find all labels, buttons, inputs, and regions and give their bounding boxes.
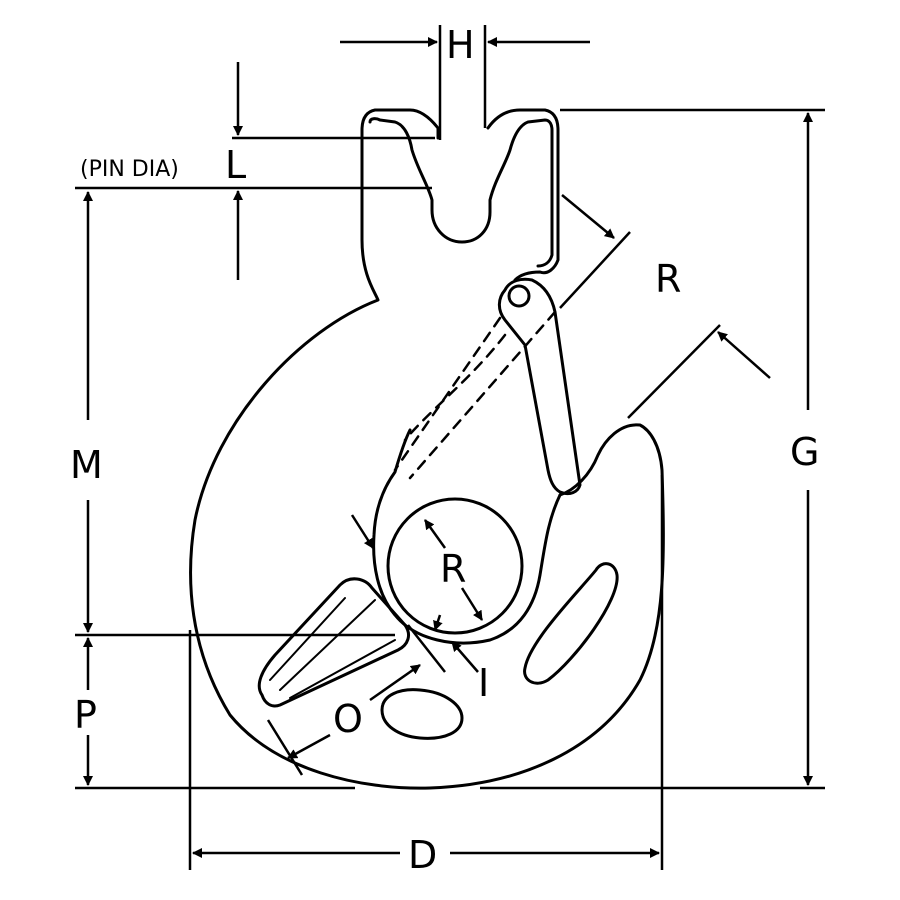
o-arrow-2: [369, 663, 421, 702]
side-slot: [523, 562, 619, 685]
label-o: O: [333, 697, 363, 741]
r-outer-ext-1: [559, 231, 631, 309]
label-d: D: [408, 833, 437, 877]
i-ext: [407, 624, 446, 673]
r-outer-ext-2: [627, 324, 721, 419]
bowl-circle: [386, 497, 524, 635]
r-inner-arrow-1: [423, 519, 447, 549]
wedge-insert: [257, 577, 410, 708]
wedge-detail: [269, 597, 396, 699]
wedge-arrow: [350, 514, 375, 549]
hook-throat: [372, 428, 562, 645]
label-r-outer: R: [655, 257, 681, 301]
label-g: G: [790, 430, 819, 474]
label-m: M: [70, 443, 103, 487]
r-inner-arrow-2: [460, 587, 484, 621]
label-p: P: [74, 693, 97, 737]
i-arrow-1: [433, 614, 443, 631]
r-outer-arrow-1: [561, 194, 615, 239]
label-h: H: [446, 23, 475, 67]
label-r-inner: R: [440, 547, 466, 591]
r-outer-arrow-2: [717, 331, 771, 379]
label-i: I: [478, 661, 489, 705]
i-arrow-2: [451, 641, 479, 673]
clevis-slot: [368, 117, 554, 268]
clevis-right-ear: [486, 108, 560, 282]
label-pin-dia: (PIN DIA): [80, 157, 179, 182]
label-l: L: [225, 143, 246, 187]
latch-open-dashed: [393, 310, 557, 480]
latch-pin: [507, 284, 531, 308]
o-ext: [266, 719, 304, 776]
bottom-cutout: [380, 688, 464, 740]
latch: [497, 277, 582, 496]
hook-body-outline: [189, 108, 665, 790]
o-arrow-1: [287, 733, 331, 760]
